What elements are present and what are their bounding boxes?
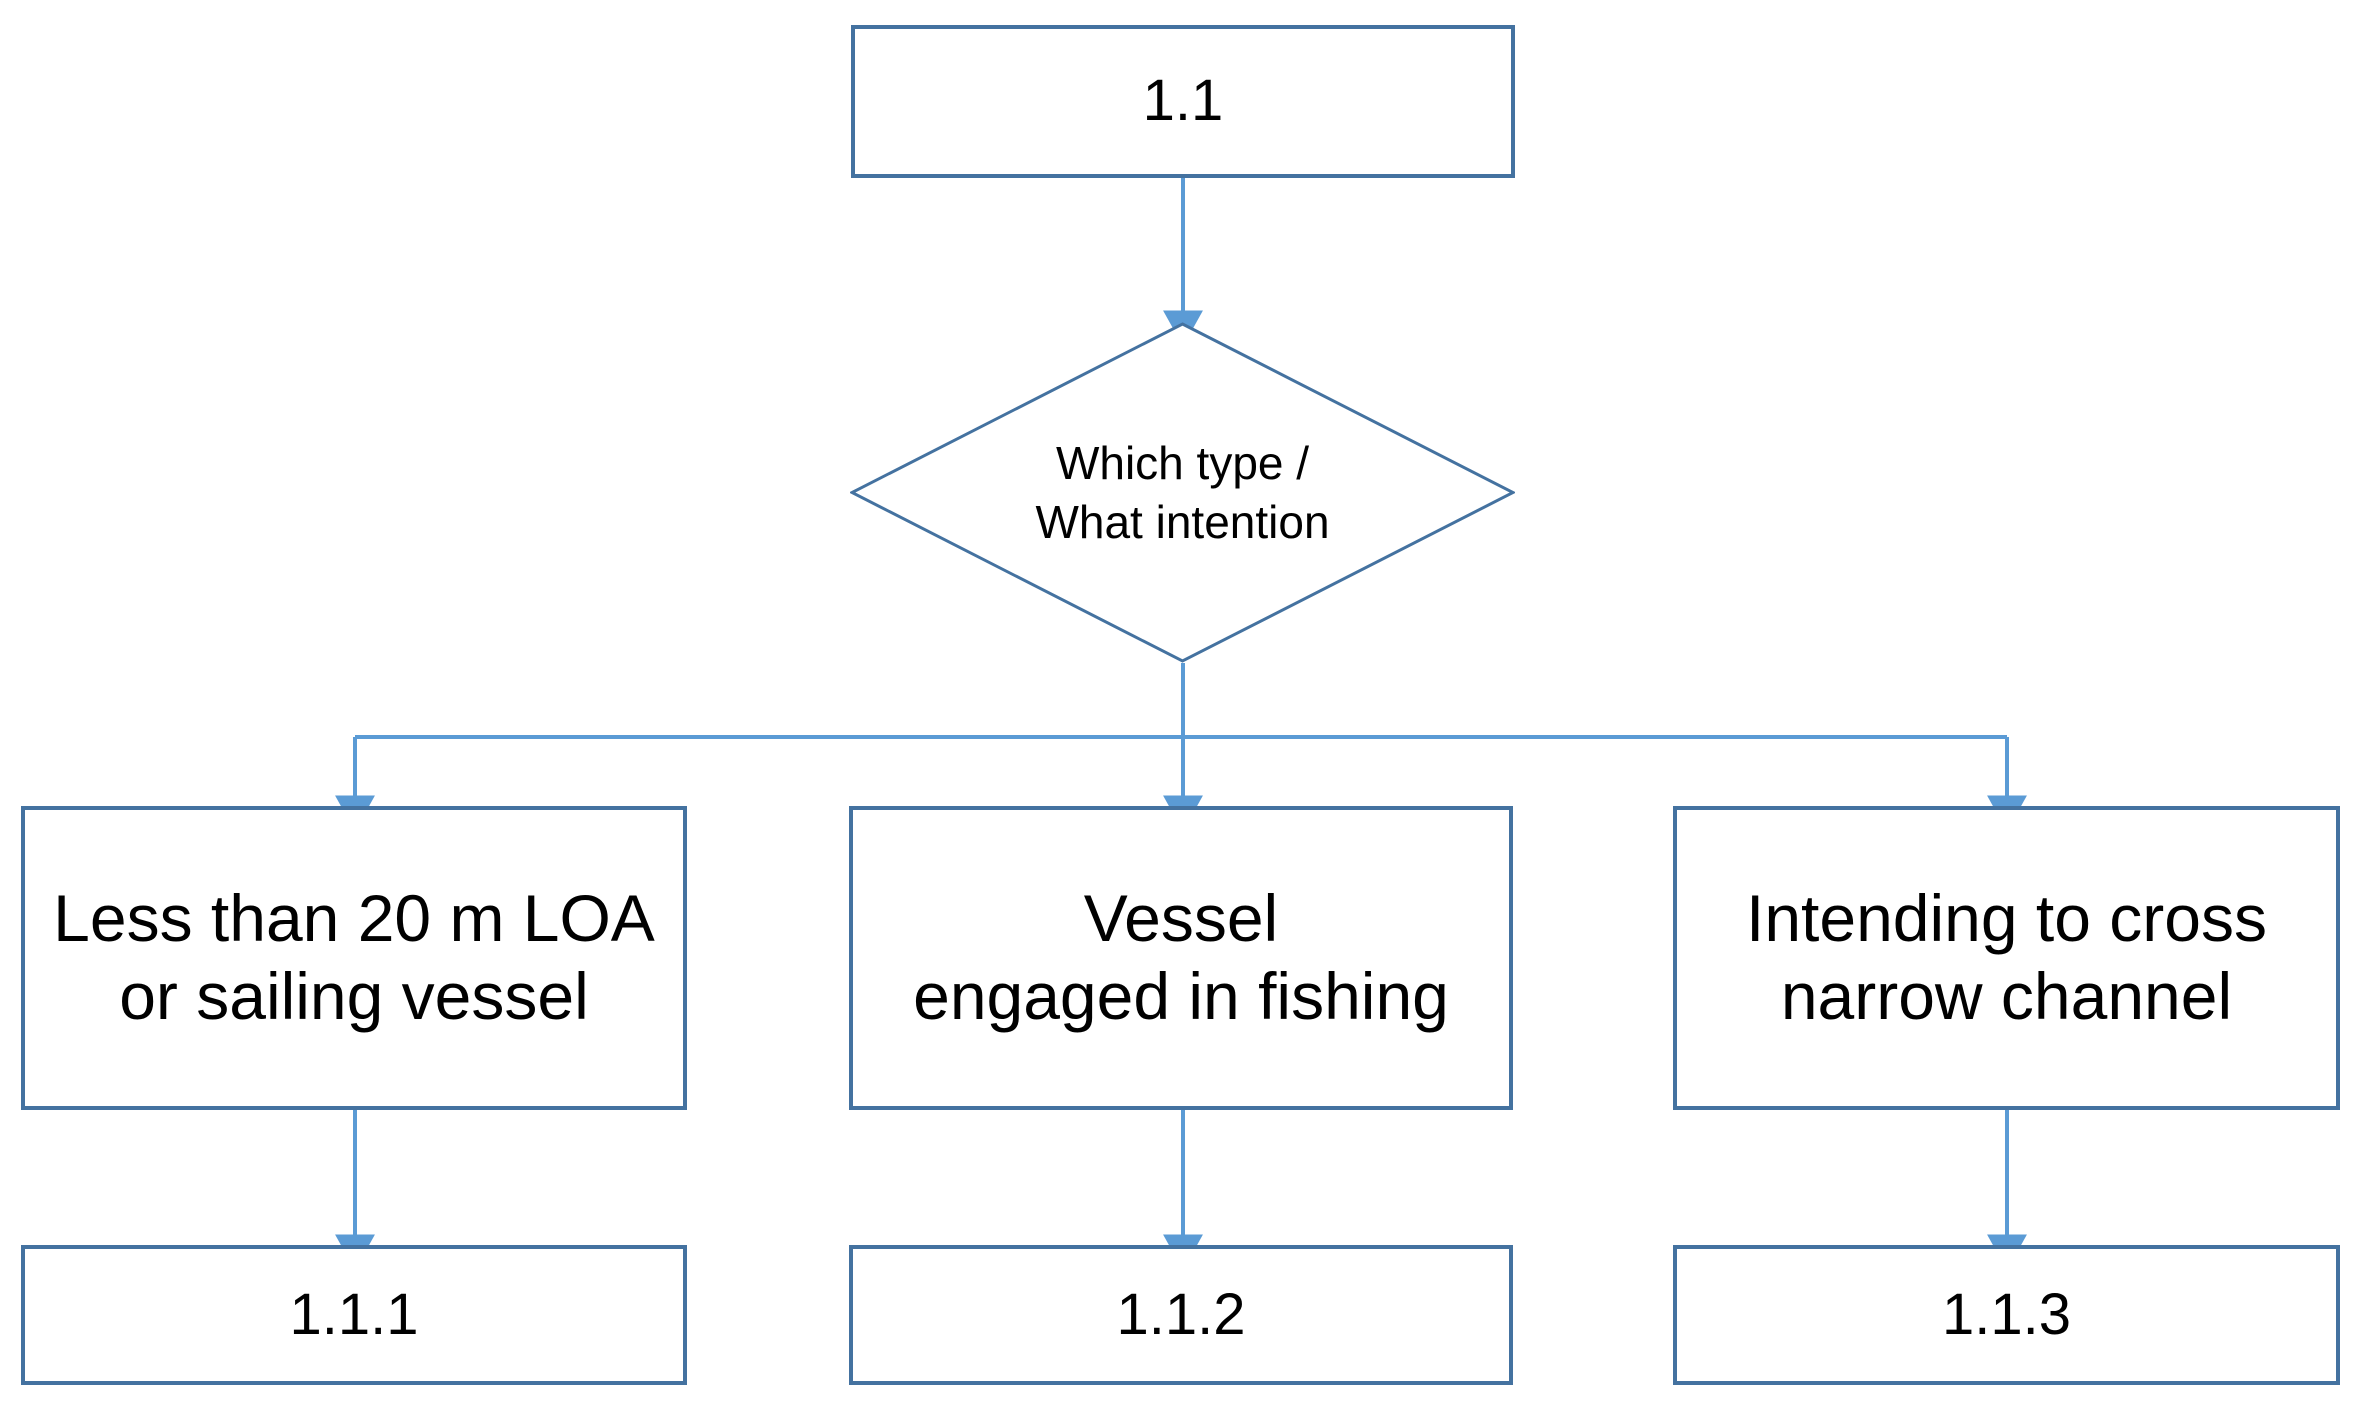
node-decision-which-type[interactable]: Which type / What intention <box>850 322 1515 663</box>
node-branch-engaged-in-fishing[interactable]: Vessel engaged in fishing <box>849 806 1513 1110</box>
node-root-1-1[interactable]: 1.1 <box>851 25 1515 178</box>
node-outcome-1-1-2[interactable]: 1.1.2 <box>849 1245 1513 1385</box>
node-branch-less-than-20m[interactable]: Less than 20 m LOA or sailing vessel <box>21 806 687 1110</box>
diamond-shape <box>850 322 1515 663</box>
node-branch-crossing-narrow-channel[interactable]: Intending to cross narrow channel <box>1673 806 2340 1110</box>
node-outcome-1-1-1[interactable]: 1.1.1 <box>21 1245 687 1385</box>
decision-label: Which type / What intention <box>1035 436 1330 548</box>
node-outcome-1-1-3[interactable]: 1.1.3 <box>1673 1245 2340 1385</box>
